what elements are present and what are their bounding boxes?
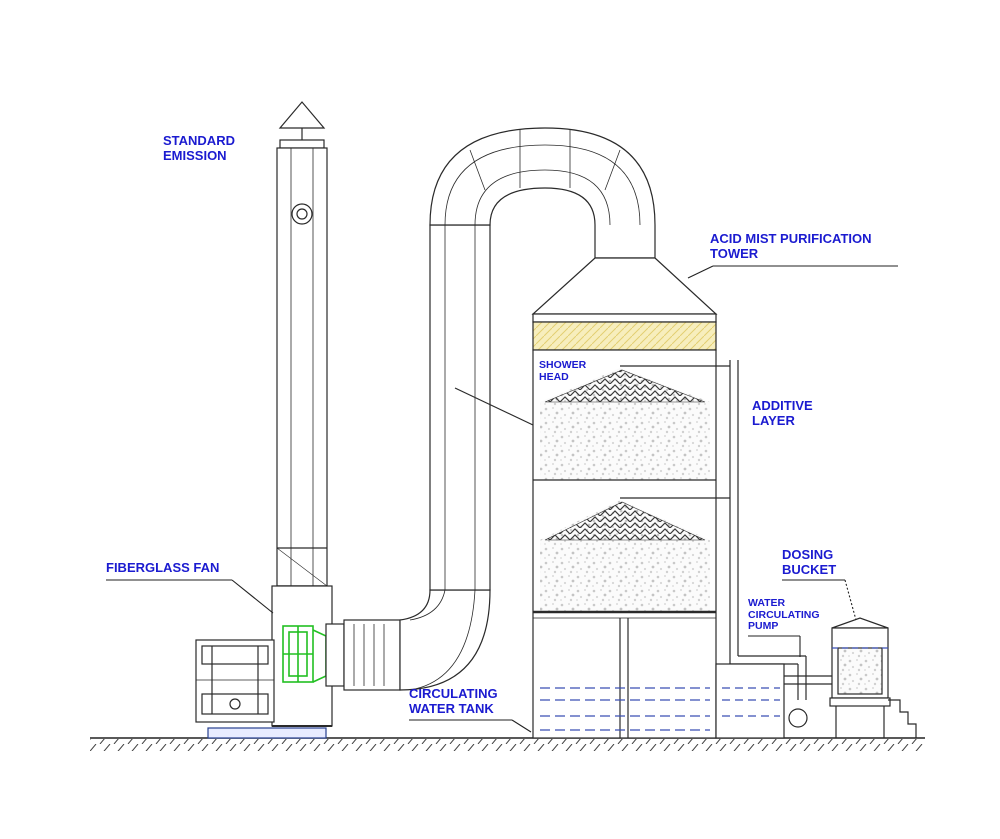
label-additive-layer: ADDITIVE LAYER <box>752 398 813 429</box>
label-line: LAYER <box>752 412 795 428</box>
dosing-bucket <box>829 617 917 738</box>
label-line: PUMP <box>748 620 779 633</box>
label-standard-emission: STANDARD EMISSION <box>163 133 235 164</box>
label-line: CIRCULATING <box>409 686 498 701</box>
fiberglass-fan <box>282 625 327 683</box>
label-line: STANDARD <box>163 133 235 148</box>
label-line: SHOWER <box>539 359 587 371</box>
fan-housing <box>195 585 333 739</box>
label-line: TOWER <box>710 245 759 261</box>
label-line: BUCKET <box>782 561 837 577</box>
label-acid-mist-tower: ACID MIST PURIFICATION TOWER <box>710 231 872 262</box>
purification-tower <box>454 257 730 739</box>
label-line: DOSING <box>782 547 834 562</box>
gas-duct <box>325 127 656 691</box>
tank-water <box>540 687 710 731</box>
label-water-circulating-pump: WATER CIRCULATING PUMP <box>748 597 820 633</box>
ground <box>90 737 925 751</box>
label-line: CIRCULATING <box>748 608 820 621</box>
label-shower-head: SHOWER HEAD <box>539 359 587 383</box>
label-line: EMISSION <box>163 147 227 163</box>
label-line: WATER TANK <box>409 700 494 716</box>
label-line: HEAD <box>539 370 569 383</box>
label-line: ADDITIVE <box>752 398 813 413</box>
emission-stack <box>276 101 328 587</box>
circulation-pipework <box>715 360 836 739</box>
label-line: ACID MIST PURIFICATION <box>710 231 872 246</box>
label-line: FIBERGLASS FAN <box>106 560 220 575</box>
label-fiberglass-fan: FIBERGLASS FAN <box>106 560 220 576</box>
label-dosing-bucket: DOSING BUCKET <box>782 547 837 578</box>
label-line: WATER <box>748 597 786 609</box>
leader-lines <box>106 265 898 733</box>
label-circulating-water-tank: CIRCULATING WATER TANK <box>409 686 498 717</box>
